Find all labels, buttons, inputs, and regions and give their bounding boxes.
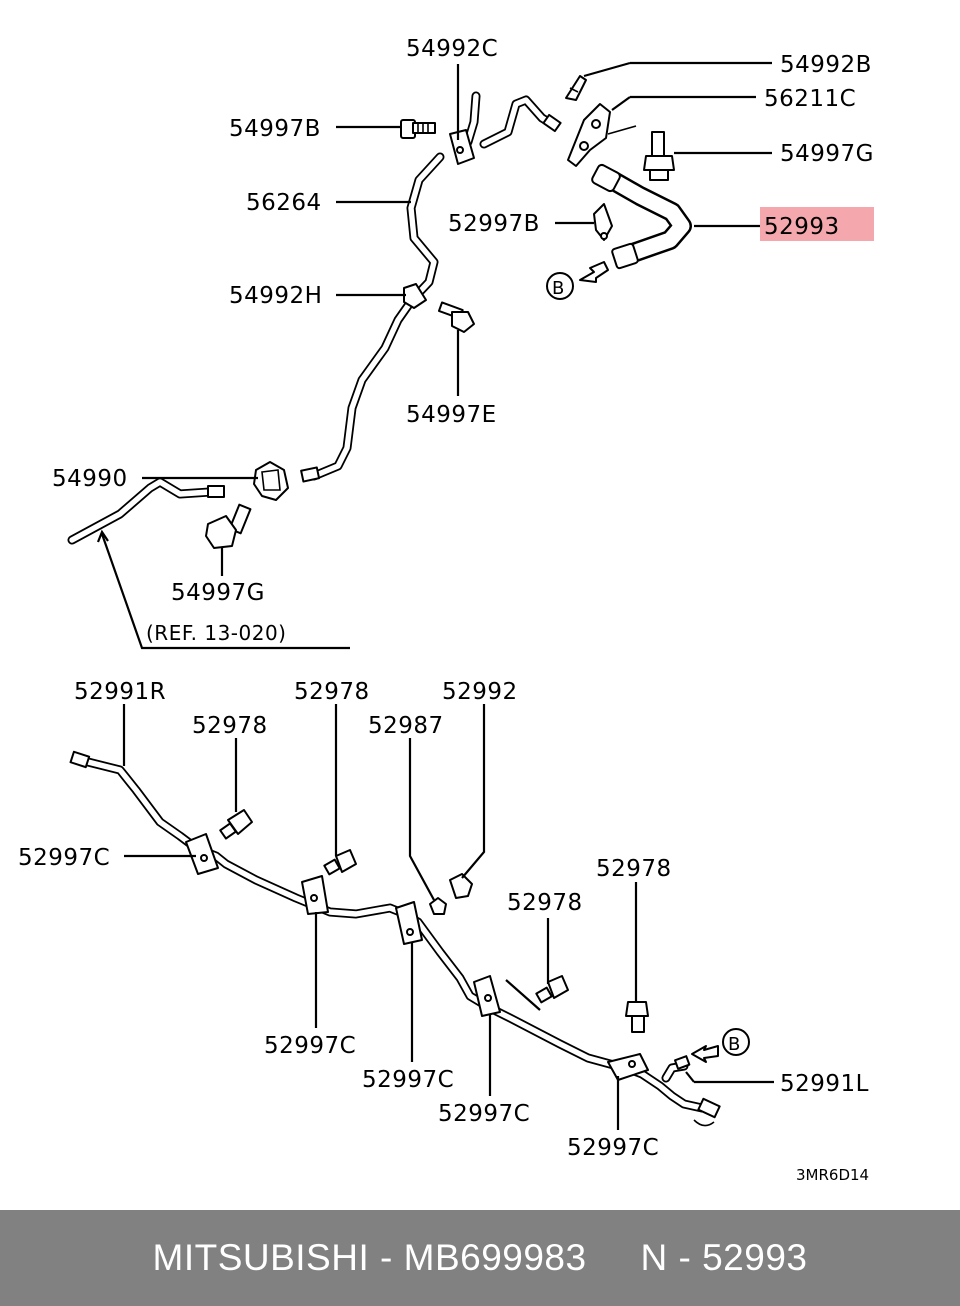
label-B-top: B	[552, 278, 565, 299]
bolt-52978-c	[535, 975, 569, 1004]
clamp-52997C-c	[395, 901, 423, 945]
label-52978-b: 52978	[294, 679, 370, 705]
brake-hose-52993	[591, 163, 692, 270]
label-54997B: 54997B	[229, 116, 321, 142]
label-52997C-a: 52997C	[18, 845, 110, 871]
label-52993: 52993	[764, 214, 840, 240]
clamp-52997C-a	[185, 833, 219, 875]
diagram-code: 3MR6D14	[796, 1166, 869, 1184]
bolt-54997B	[400, 119, 436, 139]
bolt-52978-a	[219, 809, 253, 840]
label-52997B: 52997B	[448, 211, 540, 237]
arrow-to-B-bottom	[673, 1028, 750, 1070]
label-56211C: 56211C	[764, 86, 856, 112]
label-54992B: 54992B	[780, 52, 872, 78]
label-52987: 52987	[368, 713, 444, 739]
clamp-52997C-d	[473, 975, 501, 1017]
bolt-52978-d	[625, 1001, 649, 1033]
clamp-52997C-e	[607, 1053, 649, 1081]
label-54997E: 54997E	[406, 402, 497, 428]
grommet-54990	[253, 461, 289, 501]
bolt-54997E	[437, 301, 475, 333]
reference-label: (REF. 13-020)	[146, 621, 286, 645]
highlight-box	[760, 207, 874, 241]
clamp-52997C-b	[301, 875, 329, 915]
clip-52997B	[593, 203, 613, 241]
label-52991R: 52991R	[74, 679, 166, 705]
arrow-to-B-top	[546, 261, 609, 300]
label-52992: 52992	[442, 679, 518, 705]
label-52997C-d: 52997C	[438, 1101, 530, 1127]
bracket-56211C	[567, 103, 637, 167]
nut-52987	[429, 897, 447, 915]
bolt-54997G-bottom	[205, 503, 252, 549]
label-54997G-bottom: 54997G	[171, 580, 265, 606]
label-54992C: 54992C	[406, 36, 498, 62]
footer-part-number: MITSUBISHI - MB699983 N - 52993	[152, 1237, 808, 1278]
brake-pipe-ref	[67, 477, 225, 545]
leaders-bottom	[122, 704, 774, 1130]
pipe-fitting-upper	[300, 113, 562, 483]
bolt-54997G-top	[643, 131, 675, 181]
clamp-54992C	[449, 129, 475, 165]
leaders-top	[96, 61, 772, 650]
brake-pipe-56264	[309, 152, 445, 481]
label-52978-c: 52978	[596, 856, 672, 882]
label-52991L: 52991L	[780, 1071, 869, 1097]
bolt-52978-b	[323, 849, 357, 876]
label-54992H: 54992H	[229, 283, 322, 309]
brake-pipe-upper	[463, 91, 557, 149]
label-52997C-c: 52997C	[362, 1067, 454, 1093]
label-56264: 56264	[246, 190, 322, 216]
label-B-bottom: B	[728, 1034, 741, 1055]
label-52997C-e: 52997C	[567, 1135, 659, 1161]
label-52997C-b: 52997C	[264, 1033, 356, 1059]
union-52992	[449, 873, 473, 899]
clip-54992B	[565, 75, 587, 101]
clamp-54992H	[403, 283, 427, 309]
label-52978-d: 52978	[507, 890, 583, 916]
parts-diagram: 54992C 54992B 56211C 54997B 54997G 56264…	[18, 36, 874, 1184]
label-54997G-top: 54997G	[780, 141, 874, 167]
footer-bar: MITSUBISHI - MB699983 N - 52993	[0, 1210, 960, 1306]
label-54990: 54990	[52, 466, 128, 492]
label-52978-a: 52978	[192, 713, 268, 739]
